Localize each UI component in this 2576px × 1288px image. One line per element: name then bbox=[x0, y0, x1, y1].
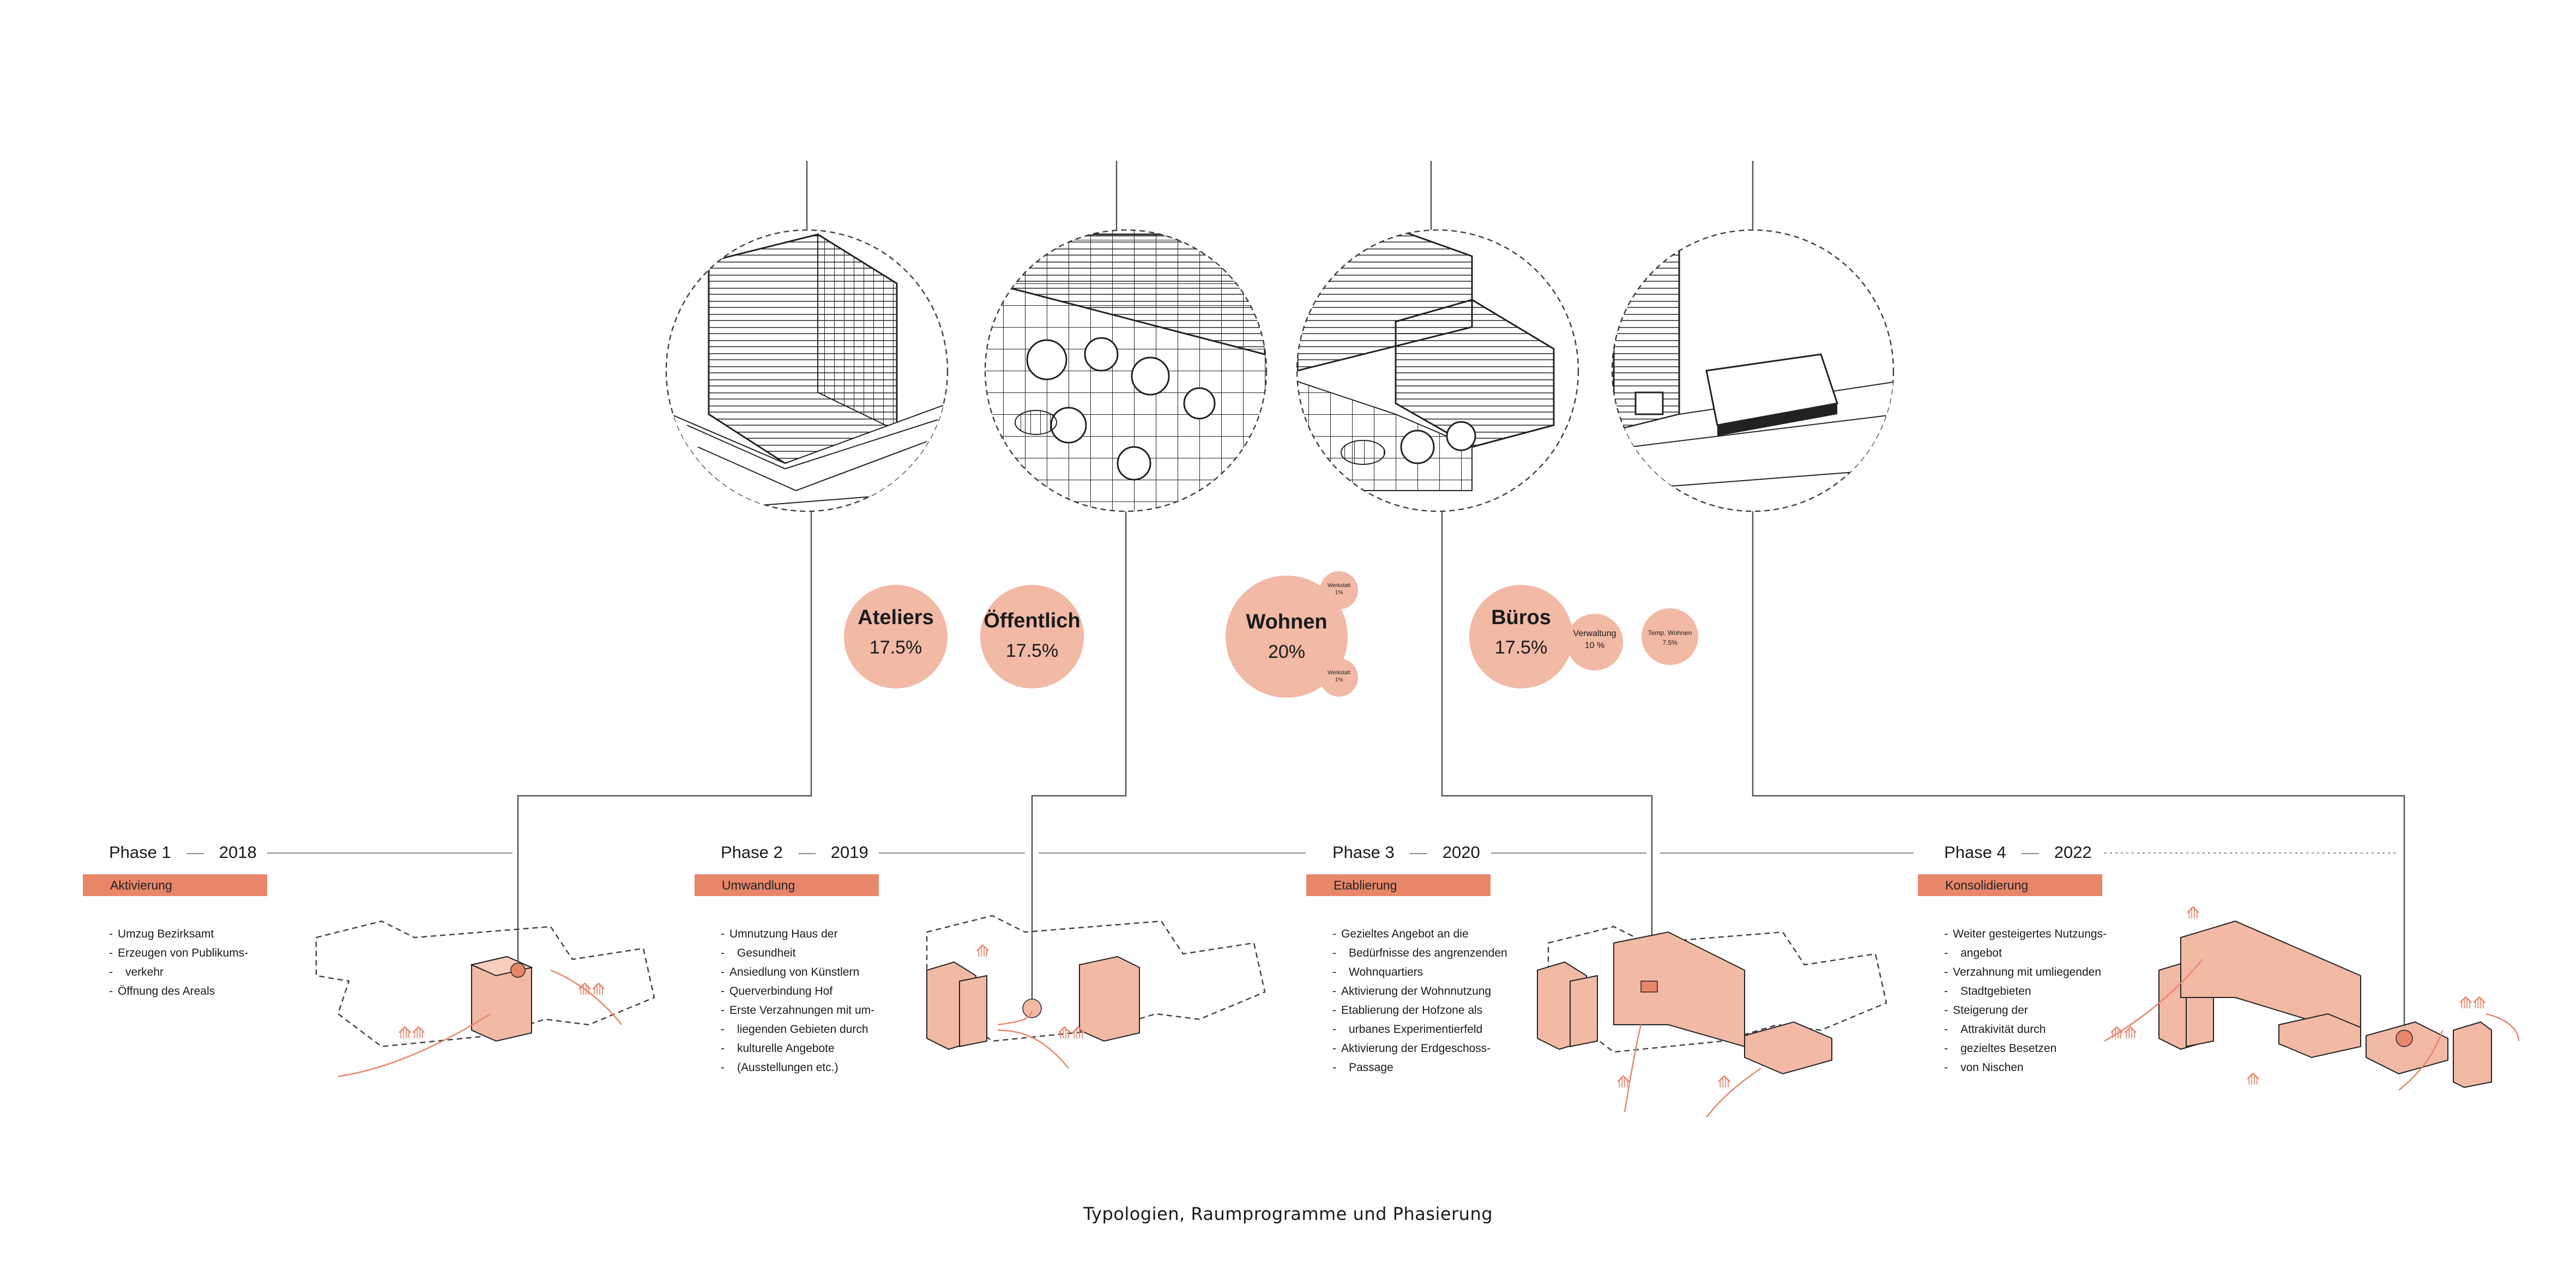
svg-text:⟰: ⟰ bbox=[976, 942, 990, 961]
vignette-plaza-pavilion bbox=[1611, 229, 1895, 512]
phase-4-bullets: Weiter gesteigertes Nutzungs- angebot Ve… bbox=[1944, 924, 2107, 1077]
list-item: Ansiedlung von Künstlern bbox=[721, 963, 874, 982]
phase-2-title: Phase 2 bbox=[721, 843, 783, 862]
phase3-plan: ⟰ ⟰ bbox=[1537, 926, 1887, 1118]
list-item: Querverbindung Hof bbox=[721, 982, 874, 1001]
phase-3-bullets: Gezieltes Angebot an die Bedürfnisse des… bbox=[1332, 924, 1507, 1077]
program-bubbles bbox=[844, 571, 1698, 698]
list-item: liegenden Gebieten durch bbox=[721, 1020, 874, 1039]
figure-caption: Typologien, Raumprogramme und Phasierung bbox=[1083, 1204, 1493, 1224]
list-item: Umnutzung Haus der bbox=[721, 924, 874, 944]
phase4-plan: ⟰ ⟰⟰ ⟰ ⟰⟰ bbox=[2104, 904, 2520, 1091]
phase-3-title: Phase 3 bbox=[1332, 843, 1395, 862]
vignette-courtyard bbox=[984, 229, 1268, 512]
list-item: Attrakivität durch bbox=[1944, 1020, 2107, 1039]
phase2-plan: ⟰ ⟰⟰ bbox=[926, 915, 1266, 1069]
svg-text:⟰: ⟰ bbox=[2186, 904, 2200, 923]
list-item: Etablierung der Hofzone als bbox=[1332, 1001, 1507, 1020]
list-item: Aktivierung der Erdgeschoss- bbox=[1332, 1039, 1507, 1058]
phase-1-year: 2018 bbox=[219, 843, 257, 862]
bubble-label-ateliers: Ateliers 17.5% bbox=[858, 606, 934, 658]
svg-text:⟰⟰: ⟰⟰ bbox=[2110, 1024, 2137, 1043]
list-item: Passage bbox=[1332, 1058, 1507, 1077]
vignette-housing-blocks bbox=[1296, 229, 1579, 512]
list-item: angebot bbox=[1944, 944, 2107, 963]
list-item: Erste Verzahnungen mit um- bbox=[721, 1001, 874, 1020]
list-item: Öffnung des Areals bbox=[109, 982, 248, 1001]
phase-1-bullets: Umzug Bezirksamt Erzeugen von Publikums-… bbox=[109, 924, 248, 1001]
list-item: kulturelle Angebote bbox=[721, 1039, 874, 1058]
phase-3-header: Phase 3 2020 bbox=[1332, 843, 1480, 862]
list-item: Bedürfnisse des angrenzenden bbox=[1332, 944, 1507, 963]
list-item: gezieltes Besetzen bbox=[1944, 1039, 2107, 1058]
list-item: urbanes Experimentierfeld bbox=[1332, 1020, 1507, 1039]
phase-2-bullets: Umnutzung Haus der Gesundheit Ansiedlung… bbox=[721, 924, 874, 1077]
connector-lines bbox=[517, 161, 2405, 1030]
phase-2-year: 2019 bbox=[830, 843, 868, 862]
list-item: Erzeugen von Publikums- bbox=[109, 944, 248, 963]
svg-text:⟰⟰: ⟰⟰ bbox=[578, 980, 605, 999]
phase-1-tag: Aktivierung bbox=[83, 874, 267, 896]
phase-4-year: 2022 bbox=[2054, 843, 2092, 862]
list-item: Aktivierung der Wohnnutzung bbox=[1332, 982, 1507, 1001]
svg-text:⟰: ⟰ bbox=[1616, 1073, 1630, 1092]
phase-2-tag: Umwandlung bbox=[695, 874, 879, 896]
phase-1-title: Phase 1 bbox=[109, 843, 171, 862]
phase-4-tag: Konsolidierung bbox=[1918, 874, 2102, 896]
list-item: Verzahnung mit umliegenden bbox=[1944, 963, 2107, 982]
phase-1-header: Phase 1 2018 bbox=[109, 843, 257, 862]
phase-3-tag: Etablierung bbox=[1306, 874, 1491, 896]
list-item: (Ausstellungen etc.) bbox=[721, 1058, 874, 1077]
list-item: Steigerung der bbox=[1944, 1001, 2107, 1020]
phase-3-year: 2020 bbox=[1442, 843, 1480, 862]
svg-text:⟰⟰: ⟰⟰ bbox=[398, 1024, 425, 1043]
phase-4-title: Phase 4 bbox=[1944, 843, 2006, 862]
svg-text:⟰⟰: ⟰⟰ bbox=[2459, 994, 2486, 1013]
vignette-office-tower bbox=[665, 229, 949, 512]
list-item: Weiter gesteigertes Nutzungs- bbox=[1944, 924, 2107, 944]
phase-2-header: Phase 2 2019 bbox=[721, 843, 868, 862]
list-item: verkehr bbox=[109, 963, 248, 982]
svg-text:⟰: ⟰ bbox=[2246, 1070, 2260, 1089]
list-item: Umzug Bezirksamt bbox=[109, 924, 248, 944]
bubble-label-wohnen: Wohnen 20% bbox=[1246, 610, 1328, 662]
phase1-plan: ⟰⟰ ⟰⟰ bbox=[315, 920, 655, 1078]
list-item: Gesundheit bbox=[721, 944, 874, 963]
phase-4-header: Phase 4 2022 bbox=[1944, 843, 2092, 862]
svg-text:⟰⟰: ⟰⟰ bbox=[1058, 1024, 1085, 1043]
list-item: von Nischen bbox=[1944, 1058, 2107, 1077]
list-item: Wohnquartiers bbox=[1332, 963, 1507, 982]
bubble-label-bueros: Büros 17.5% bbox=[1491, 606, 1551, 658]
bubble-label-oeffentlich: Öffentlich 17.5% bbox=[984, 609, 1081, 661]
list-item: Stadtgebieten bbox=[1944, 982, 2107, 1001]
svg-text:⟰: ⟰ bbox=[1717, 1073, 1731, 1092]
list-item: Gezieltes Angebot an die bbox=[1332, 924, 1507, 944]
